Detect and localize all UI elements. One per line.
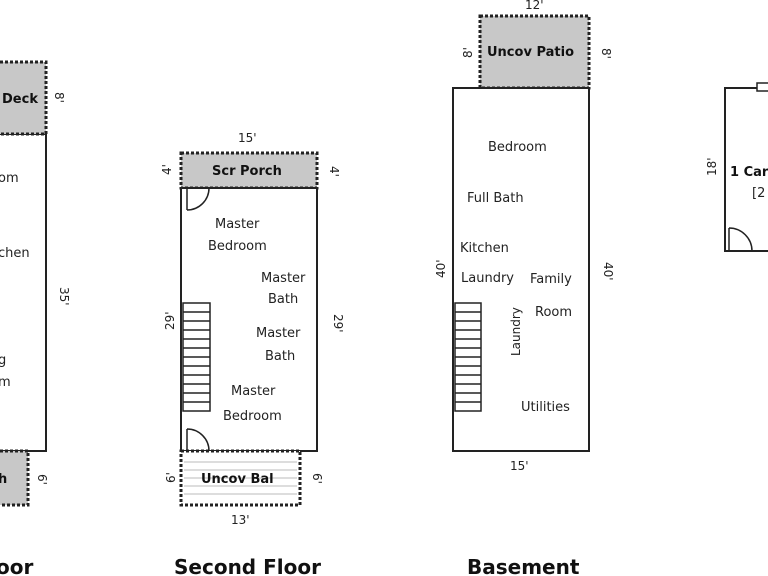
garage-left-dim: 18' (705, 157, 719, 176)
balcony-right-dim: 6' (310, 473, 324, 484)
garage-window (756, 82, 768, 92)
patio-width-dim: 12' (525, 0, 544, 12)
second-floor-stairs (182, 302, 211, 412)
first-side-dim: 35' (57, 287, 71, 306)
master-bedroom-1-line1: Master (215, 217, 260, 232)
first-floor-plan: Deck 8' om chen g m 35' h 6' oor (0, 60, 71, 576)
full-bath-label: Full Bath (467, 191, 524, 206)
patio-label: Uncov Patio (487, 45, 574, 60)
laundry-label: Laundry (461, 271, 514, 286)
master-bath-1-line1: Master (261, 271, 306, 286)
deck-label: Deck (2, 92, 38, 107)
garage-door-swing (728, 227, 753, 252)
basement-stairs (454, 302, 482, 412)
first-room-label-4: m (0, 375, 11, 390)
master-bath-1-line2: Bath (268, 292, 298, 307)
first-floor-title: oor (0, 555, 33, 576)
basement-bottom-dim: 15' (510, 459, 529, 473)
master-bedroom-2-line1: Master (231, 384, 276, 399)
master-bath-2-line2: Bath (265, 349, 295, 364)
balcony-width-dim: 13' (231, 513, 250, 527)
bedroom-label: Bedroom (488, 140, 547, 155)
uncovered-patio (478, 14, 591, 90)
first-floor-bottom-outdoor (0, 449, 30, 507)
porch-right-dim: 4' (327, 166, 341, 177)
basement-title: Basement (467, 555, 580, 576)
master-bedroom-2-line2: Bedroom (223, 409, 282, 424)
stair-laundry-label: Laundry (509, 307, 523, 356)
basement-left-dim: 40' (434, 259, 448, 278)
screened-porch (179, 151, 319, 190)
second-floor-plan: 15' Scr Porch 4' 4' Master Bedroom Maste… (160, 131, 345, 576)
balcony-left-dim: 6' (164, 472, 178, 483)
second-right-dim: 29' (331, 314, 345, 333)
garage-plan: 1 Car [2 18' (705, 82, 768, 252)
first-room-label-3: g (0, 353, 6, 368)
second-left-dim: 29' (163, 311, 177, 330)
family-room-line2: Room (535, 305, 572, 320)
garage-label: 1 Car (730, 165, 768, 180)
porch-left-dim: 4' (160, 164, 174, 175)
balcony-label: Uncov Bal (201, 472, 274, 487)
patio-right-dim: 8' (599, 48, 613, 59)
garage-body (724, 87, 768, 252)
second-floor-title: Second Floor (174, 555, 321, 576)
deck-dim: 8' (52, 92, 66, 103)
kitchen-label: Kitchen (460, 241, 509, 256)
first-floor-body (0, 133, 47, 452)
family-room-line1: Family (530, 272, 572, 287)
porch-width-dim: 15' (238, 131, 257, 145)
first-floor-deck (0, 60, 48, 136)
door-swing-bottom (186, 428, 210, 452)
master-bath-2-line1: Master (256, 326, 301, 341)
first-room-label-1: om (0, 171, 19, 186)
master-bedroom-1-line2: Bedroom (208, 239, 267, 254)
basement-plan: 12' Uncov Patio 8' 8' Bedroom Full Bath … (434, 0, 615, 576)
basement-right-dim: 40' (601, 262, 615, 281)
garage-sub-label: [2 (752, 186, 765, 201)
first-bottom-label: h (0, 472, 7, 487)
first-bottom-dim: 6' (35, 474, 49, 485)
patio-left-dim: 8' (461, 47, 475, 58)
porch-label: Scr Porch (212, 164, 282, 179)
first-room-label-2: chen (0, 246, 30, 261)
door-swing-top (186, 187, 210, 211)
utilities-label: Utilities (521, 400, 570, 415)
